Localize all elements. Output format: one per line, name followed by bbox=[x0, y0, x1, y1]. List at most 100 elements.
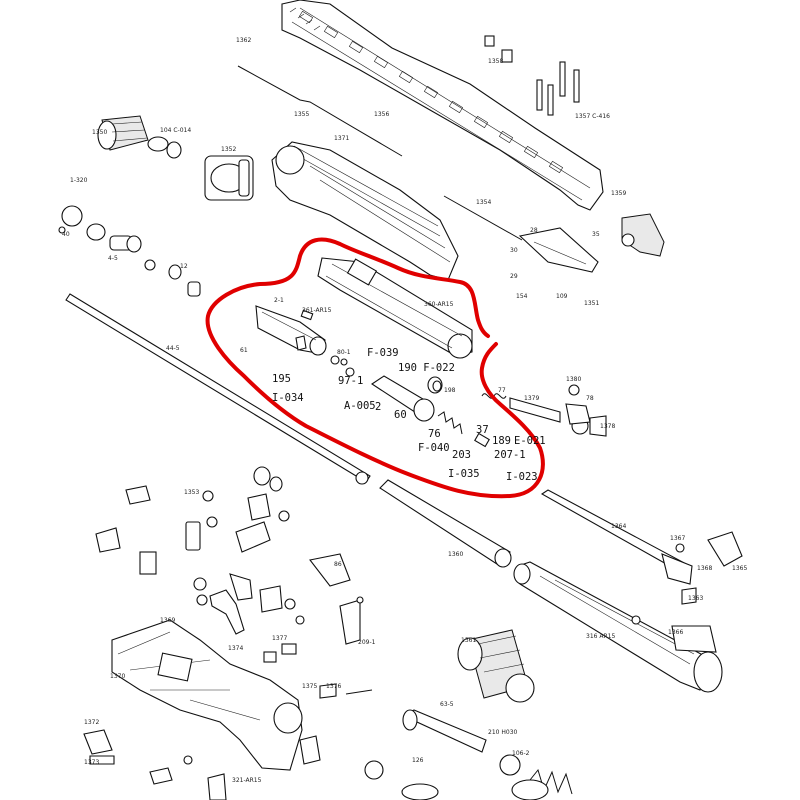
label-86: 86 bbox=[334, 561, 342, 568]
label-104: 104 C-014 bbox=[160, 127, 191, 134]
label-80: 80-1 bbox=[337, 349, 351, 356]
charging-handle bbox=[518, 227, 599, 273]
label-1352: 1352 bbox=[221, 146, 236, 153]
callout-207-1: 207-1 bbox=[494, 449, 526, 461]
callout-i023: I-023 bbox=[506, 471, 538, 483]
label-126: 126 bbox=[412, 757, 424, 764]
inner-barrel bbox=[513, 561, 723, 693]
label-28: 28 bbox=[530, 227, 538, 234]
flash-hider bbox=[97, 115, 182, 159]
label-12: 12 bbox=[180, 263, 188, 270]
label-1360: 1360 bbox=[448, 551, 463, 558]
label-109: 109 bbox=[556, 293, 568, 300]
callout-i034: I-034 bbox=[272, 392, 304, 404]
stock-parts-bottom bbox=[83, 729, 439, 800]
label-2: 2-1 bbox=[274, 297, 284, 304]
bolt bbox=[255, 305, 327, 356]
label-40: 40 bbox=[62, 231, 70, 238]
label-1366: 1366 bbox=[668, 629, 683, 636]
label-210: 210 H030 bbox=[488, 729, 518, 736]
label-1364: 1364 bbox=[611, 523, 626, 530]
label-1375: 1375 bbox=[302, 683, 317, 690]
spring-bottom bbox=[499, 754, 573, 800]
label-1367: 1367 bbox=[670, 535, 685, 542]
buffer-parts-center bbox=[235, 466, 290, 553]
label-29: 29 bbox=[510, 273, 518, 280]
label-1374: 1374 bbox=[228, 645, 243, 652]
label-1358: 1358 bbox=[488, 58, 503, 65]
trigger-group bbox=[193, 573, 283, 635]
charging-latch-parts bbox=[509, 384, 607, 437]
callout-a005: A-005 bbox=[344, 400, 376, 412]
label-1371: 1371 bbox=[334, 135, 349, 142]
gas-tube bbox=[443, 195, 523, 241]
callout-76: 76 bbox=[428, 428, 441, 440]
label-1372: 1372 bbox=[84, 719, 99, 726]
label-1351: 1351 bbox=[584, 300, 599, 307]
bolt-carrier bbox=[317, 257, 473, 359]
label-1357: 1357 C-416 bbox=[575, 113, 610, 120]
gas-block bbox=[204, 155, 254, 201]
cleaning-rod bbox=[237, 65, 403, 157]
handguard-rail bbox=[281, 0, 604, 211]
firing-pin-and-parts bbox=[295, 309, 443, 394]
callout-190-f022: 190 F-022 bbox=[398, 362, 455, 374]
label-1363: 1363 bbox=[688, 595, 703, 602]
callout-189: 189 bbox=[492, 435, 511, 447]
highlight-outline bbox=[205, 237, 545, 499]
label-209: 209-1 bbox=[358, 639, 376, 646]
label-1370: 1370 bbox=[110, 673, 125, 680]
callout-195: 195 bbox=[272, 373, 291, 385]
label-1359: 1359 bbox=[611, 190, 626, 197]
label-44: 44-5 bbox=[166, 345, 180, 352]
callout-203: 203 bbox=[452, 449, 471, 461]
label-1369: 1369 bbox=[160, 617, 175, 624]
label-1350: 1350 bbox=[92, 129, 107, 136]
label-1380: 1380 bbox=[566, 376, 581, 383]
label-1355: 1355 bbox=[294, 111, 309, 118]
label-77: 77 bbox=[498, 387, 506, 394]
grip-area-parts bbox=[263, 553, 373, 699]
label-1320: 1-320 bbox=[70, 177, 88, 184]
callout-e021: E-021 bbox=[514, 435, 546, 447]
label-1353: 1353 bbox=[184, 489, 199, 496]
label-1368: 1368 bbox=[697, 565, 712, 572]
outer-barrel bbox=[379, 479, 512, 568]
right-small-parts bbox=[631, 531, 743, 653]
label-316: 316 AR15 bbox=[586, 633, 615, 640]
rear-sight bbox=[621, 213, 665, 257]
label-63: 63-5 bbox=[440, 701, 454, 708]
label-1361: 1361 bbox=[461, 637, 476, 644]
label-1377: 1377 bbox=[272, 635, 287, 642]
rail-screws bbox=[484, 35, 580, 116]
label-321: 321-AR15 bbox=[232, 777, 262, 784]
lower-receiver bbox=[111, 619, 303, 771]
label-30: 30 bbox=[510, 247, 518, 254]
label-106: 106-2 bbox=[512, 750, 530, 757]
callout-f039: F-039 bbox=[367, 347, 399, 359]
callout-97-1: 97-1 bbox=[338, 375, 363, 387]
buffer-tube bbox=[371, 375, 435, 422]
label-1376: 1376 bbox=[326, 683, 341, 690]
buffer-spring bbox=[437, 411, 463, 435]
flash-cone bbox=[402, 709, 487, 753]
label-1354: 1354 bbox=[476, 199, 491, 206]
long-outer-tube bbox=[540, 489, 693, 585]
label-1365: 1365 bbox=[732, 565, 747, 572]
label-61: 61 bbox=[240, 347, 248, 354]
label-1373: 1373 bbox=[84, 759, 99, 766]
callout-60: 60 bbox=[394, 409, 407, 421]
upper-receiver bbox=[271, 141, 459, 281]
barrel-tube bbox=[65, 293, 371, 485]
label-154: 154 bbox=[516, 293, 528, 300]
front-small-parts bbox=[58, 205, 201, 297]
label-78: 78 bbox=[586, 395, 594, 402]
label-361: 361-AR15 bbox=[302, 307, 332, 314]
label-198: 198 bbox=[444, 387, 456, 394]
label-1378: 1378 bbox=[600, 423, 615, 430]
callout-f040: F-040 bbox=[418, 442, 450, 454]
label-1356: 1356 bbox=[374, 111, 389, 118]
label-1362: 1362 bbox=[236, 37, 251, 44]
label-1379: 1379 bbox=[524, 395, 539, 402]
